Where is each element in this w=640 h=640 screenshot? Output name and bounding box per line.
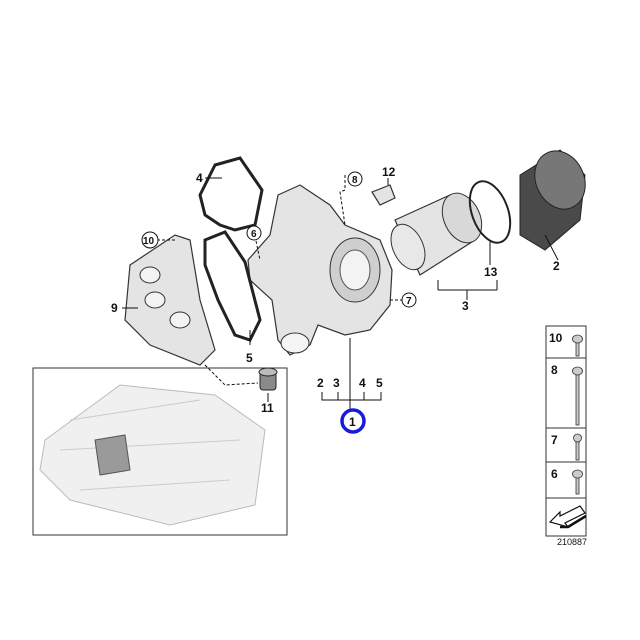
oil-cooler[interactable] [124, 234, 216, 366]
sensor-12[interactable] [371, 184, 396, 206]
o-ring-13[interactable] [462, 176, 518, 248]
callout-3[interactable]: 3 [462, 299, 469, 313]
fastener-label-7: 7 [551, 433, 558, 447]
gasket-5[interactable] [203, 230, 262, 342]
callout-2[interactable]: 2 [553, 259, 560, 273]
bolt-6-icon [575, 475, 580, 495]
callout-4[interactable]: 4 [196, 171, 203, 185]
engine-overview-inset [32, 367, 288, 536]
kit-callout-4[interactable]: 4 [359, 376, 366, 390]
callout-1[interactable]: 1 [349, 415, 356, 429]
callout-5[interactable]: 5 [246, 351, 253, 365]
callout-13[interactable]: 13 [484, 265, 498, 279]
callout-8[interactable]: 8 [352, 175, 358, 186]
callout-10[interactable]: 10 [143, 236, 155, 247]
gasket-4[interactable] [198, 156, 264, 232]
filter-cap[interactable] [519, 143, 594, 251]
drawing-number: 210887 [557, 537, 587, 547]
kit-callout-5[interactable]: 5 [376, 376, 383, 390]
highlight-ring [340, 408, 366, 434]
fastener-label-6: 6 [551, 467, 558, 481]
callout-12[interactable]: 12 [382, 165, 396, 179]
kit-callout-2[interactable]: 2 [317, 376, 324, 390]
oil-filter-housing[interactable] [247, 184, 393, 356]
bolt-8-icon [575, 371, 580, 426]
fastener-label-10: 10 [549, 331, 563, 345]
fastener-panel: 10 8 7 6 210887 [545, 325, 587, 547]
callout-11[interactable]: 11 [261, 401, 274, 415]
oil-filter-element[interactable] [384, 187, 489, 276]
callout-6[interactable]: 6 [251, 229, 257, 240]
callout-9[interactable]: 9 [111, 301, 118, 315]
kit-callout-3[interactable]: 3 [333, 376, 340, 390]
plug-11[interactable] [258, 367, 278, 391]
fastener-label-8: 8 [551, 363, 558, 377]
callout-7[interactable]: 7 [406, 296, 412, 307]
bolt-7-icon [575, 439, 580, 461]
